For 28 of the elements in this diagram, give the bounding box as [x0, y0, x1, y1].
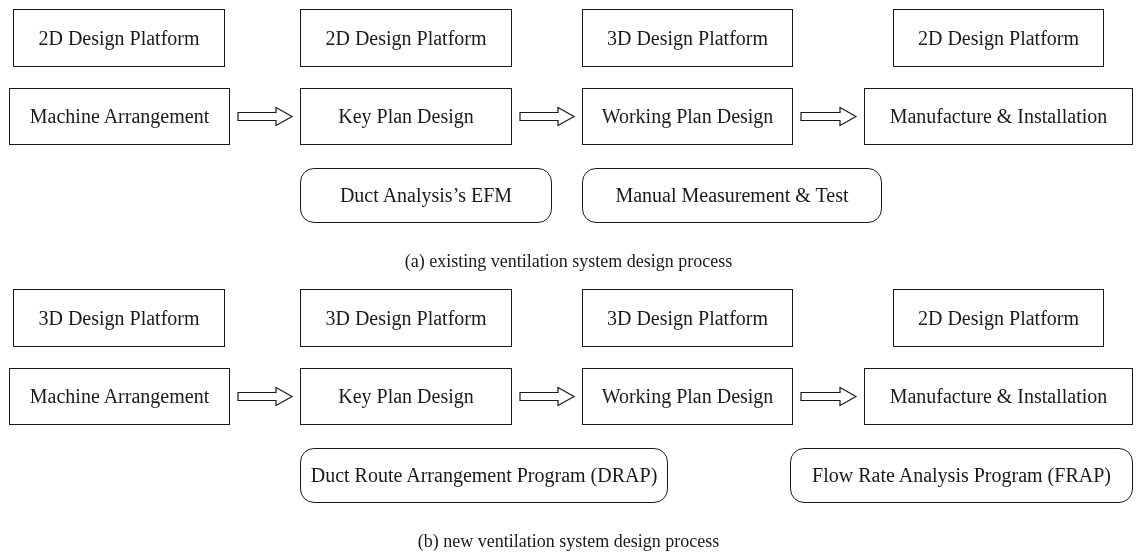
process-box: Machine Arrangement	[9, 368, 230, 425]
hollow-arrow	[237, 386, 294, 407]
rounded-box: Duct Analysis’s EFM	[300, 168, 552, 223]
process-box: Working Plan Design	[582, 368, 793, 425]
process-box: 2D Design Platform	[893, 289, 1104, 347]
process-box: Key Plan Design	[300, 368, 512, 425]
process-box: Working Plan Design	[582, 88, 793, 145]
hollow-arrow	[519, 106, 576, 127]
caption-text: (a) existing ventilation system design process	[403, 250, 734, 273]
process-box: 3D Design Platform	[300, 289, 512, 347]
hollow-arrow	[800, 386, 858, 407]
process-box: 3D Design Platform	[582, 289, 793, 347]
process-box: 2D Design Platform	[893, 9, 1104, 67]
rounded-box: Duct Route Arrangement Program (DRAP)	[300, 448, 668, 503]
rounded-box: Flow Rate Analysis Program (FRAP)	[790, 448, 1133, 503]
process-box: Key Plan Design	[300, 88, 512, 145]
hollow-arrow	[237, 106, 294, 127]
process-box: Manufacture & Installation	[864, 88, 1133, 145]
process-box: Machine Arrangement	[9, 88, 230, 145]
process-box: 3D Design Platform	[582, 9, 793, 67]
process-box: 2D Design Platform	[300, 9, 512, 67]
process-box: 3D Design Platform	[13, 289, 225, 347]
hollow-arrow	[800, 106, 858, 127]
rounded-box: Manual Measurement & Test	[582, 168, 882, 223]
process-box: Manufacture & Installation	[864, 368, 1133, 425]
caption-text: (b) new ventilation system design process	[416, 530, 721, 553]
hollow-arrow	[519, 386, 576, 407]
process-box: 2D Design Platform	[13, 9, 225, 67]
